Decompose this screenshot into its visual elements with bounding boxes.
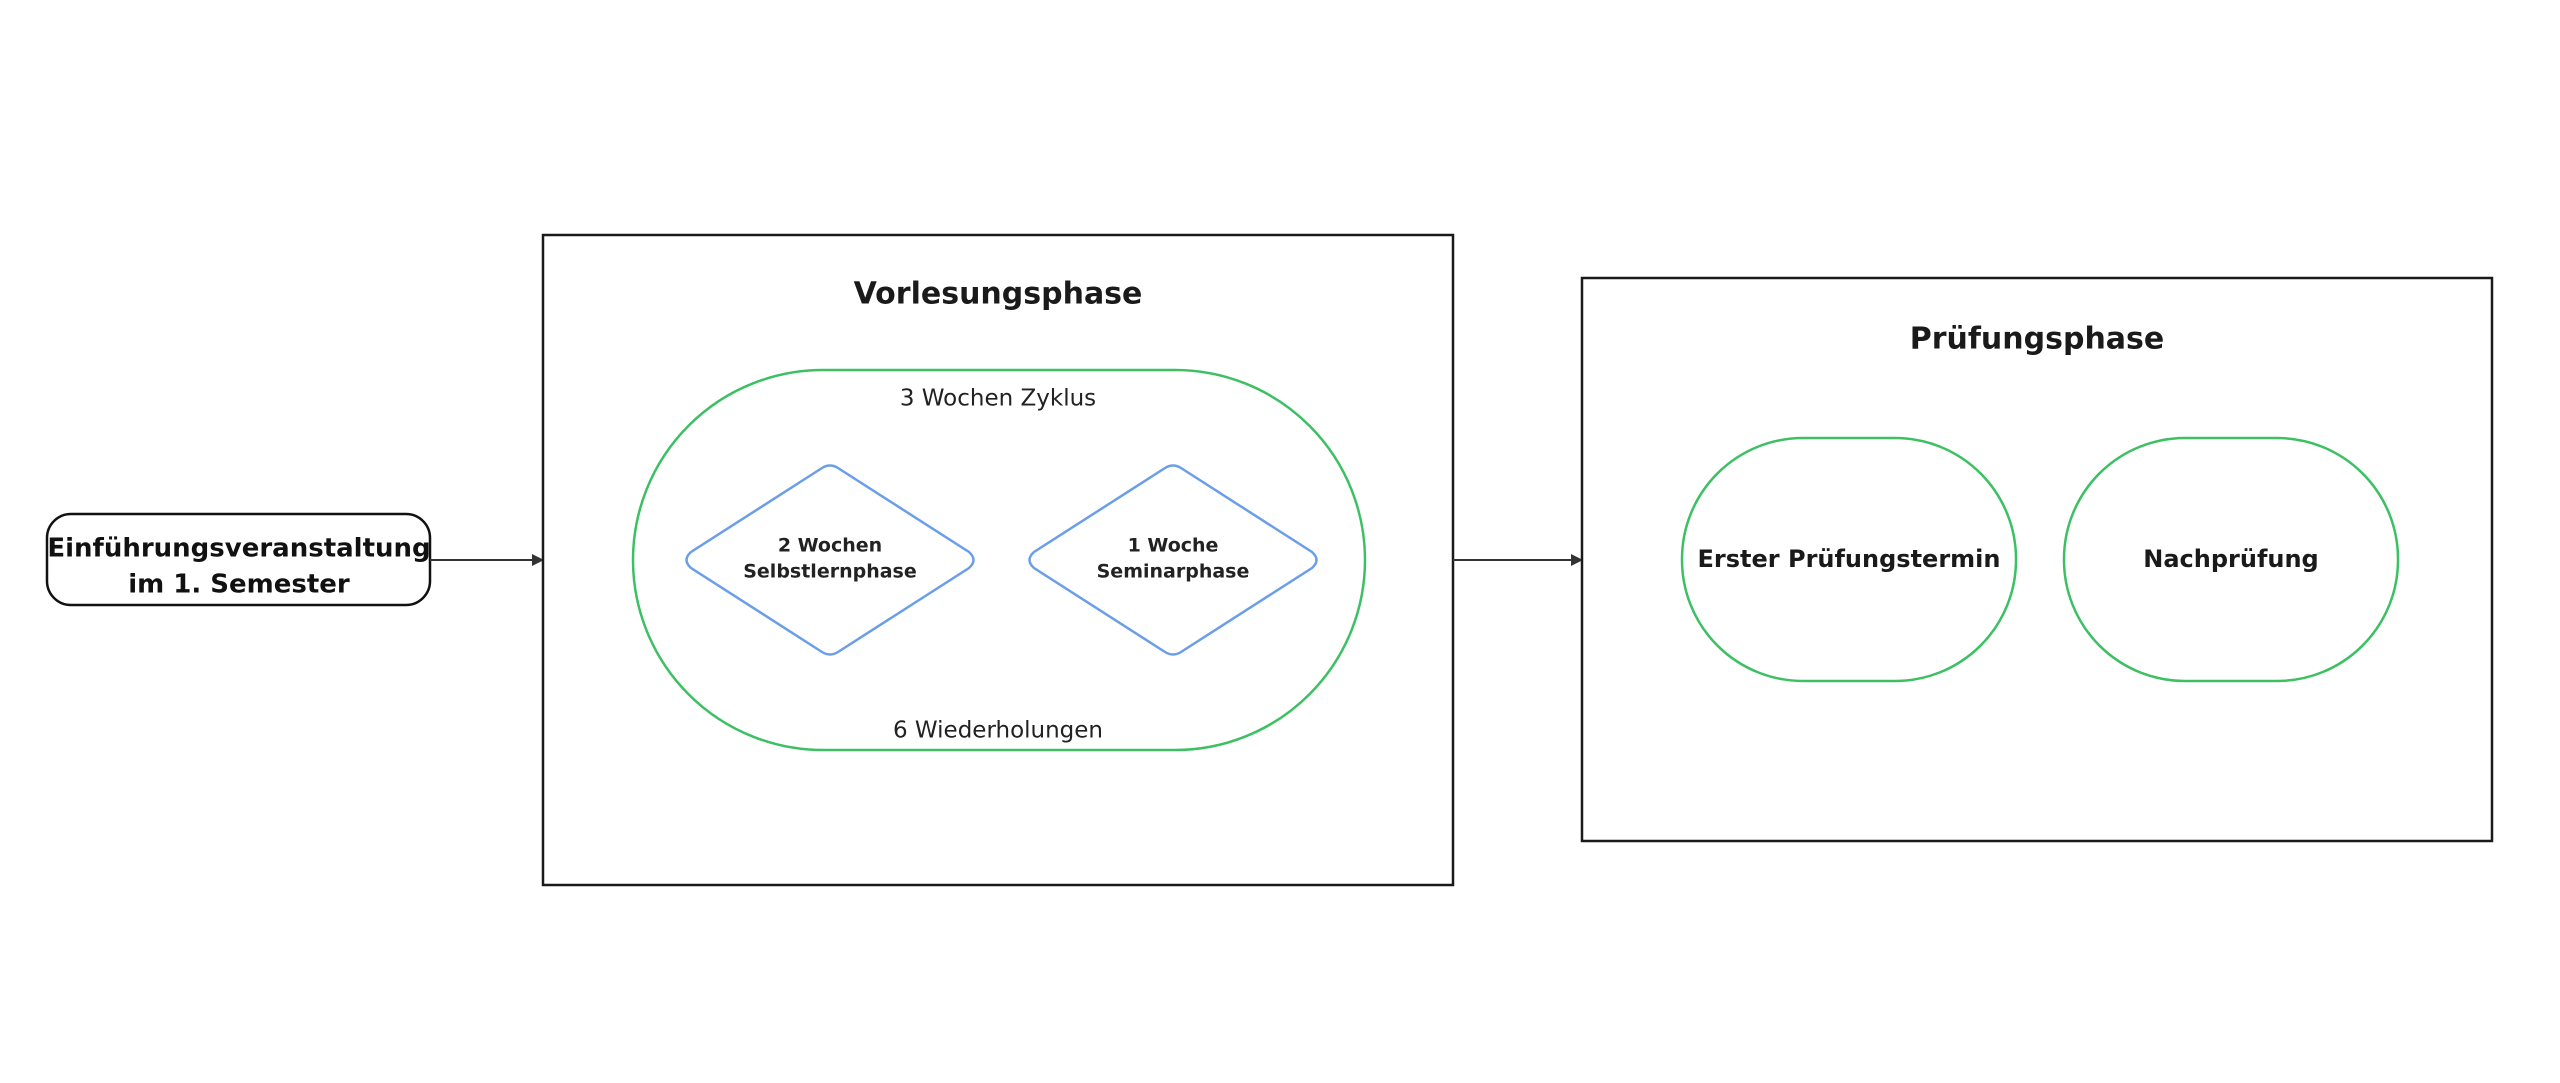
first-exam-node[interactable]: Erster Prüfungstermin <box>1680 436 2018 683</box>
seminar-phase-node[interactable]: 1 Woche Seminarphase <box>1028 464 1318 656</box>
seminar-label-line2: Seminarphase <box>1097 561 1250 583</box>
cycle-loop-bottom-label: 6 Wiederholungen <box>893 718 1103 744</box>
start-node[interactable]: Einführungsveranstaltung im 1. Semester <box>45 512 432 607</box>
start-node-label-line2: im 1. Semester <box>128 570 350 600</box>
exam-phase-title: Prüfungsphase <box>1910 322 2165 357</box>
self-study-label-line1: 2 Wochen <box>778 535 882 557</box>
start-node-label-line1: Einführungsveranstaltung <box>47 534 430 564</box>
self-study-label-line2: Selbstlernphase <box>743 561 917 583</box>
self-study-phase-node[interactable]: 2 Wochen Selbstlernphase <box>685 464 975 656</box>
cycle-loop[interactable] <box>631 368 1367 752</box>
first-exam-shape <box>1680 436 2018 683</box>
retake-exam-label: Nachprüfung <box>2143 545 2319 573</box>
lecture-phase-title: Vorlesungsphase <box>854 277 1143 312</box>
exam-phase-container[interactable]: Prüfungsphase Erster Prüfungstermin Nach… <box>1580 276 2494 843</box>
seminar-diamond-shape <box>1028 464 1318 656</box>
retake-exam-node[interactable]: Nachprüfung <box>2062 436 2400 683</box>
first-exam-label: Erster Prüfungstermin <box>1698 545 2001 573</box>
self-study-diamond-shape <box>685 464 975 656</box>
lecture-phase-container[interactable]: Vorlesungsphase 3 Wochen Zyklus 6 Wieder… <box>541 233 1455 887</box>
retake-exam-shape <box>2062 436 2400 683</box>
seminar-label-line1: 1 Woche <box>1128 535 1219 557</box>
cycle-loop-top-label: 3 Wochen Zyklus <box>900 386 1096 412</box>
